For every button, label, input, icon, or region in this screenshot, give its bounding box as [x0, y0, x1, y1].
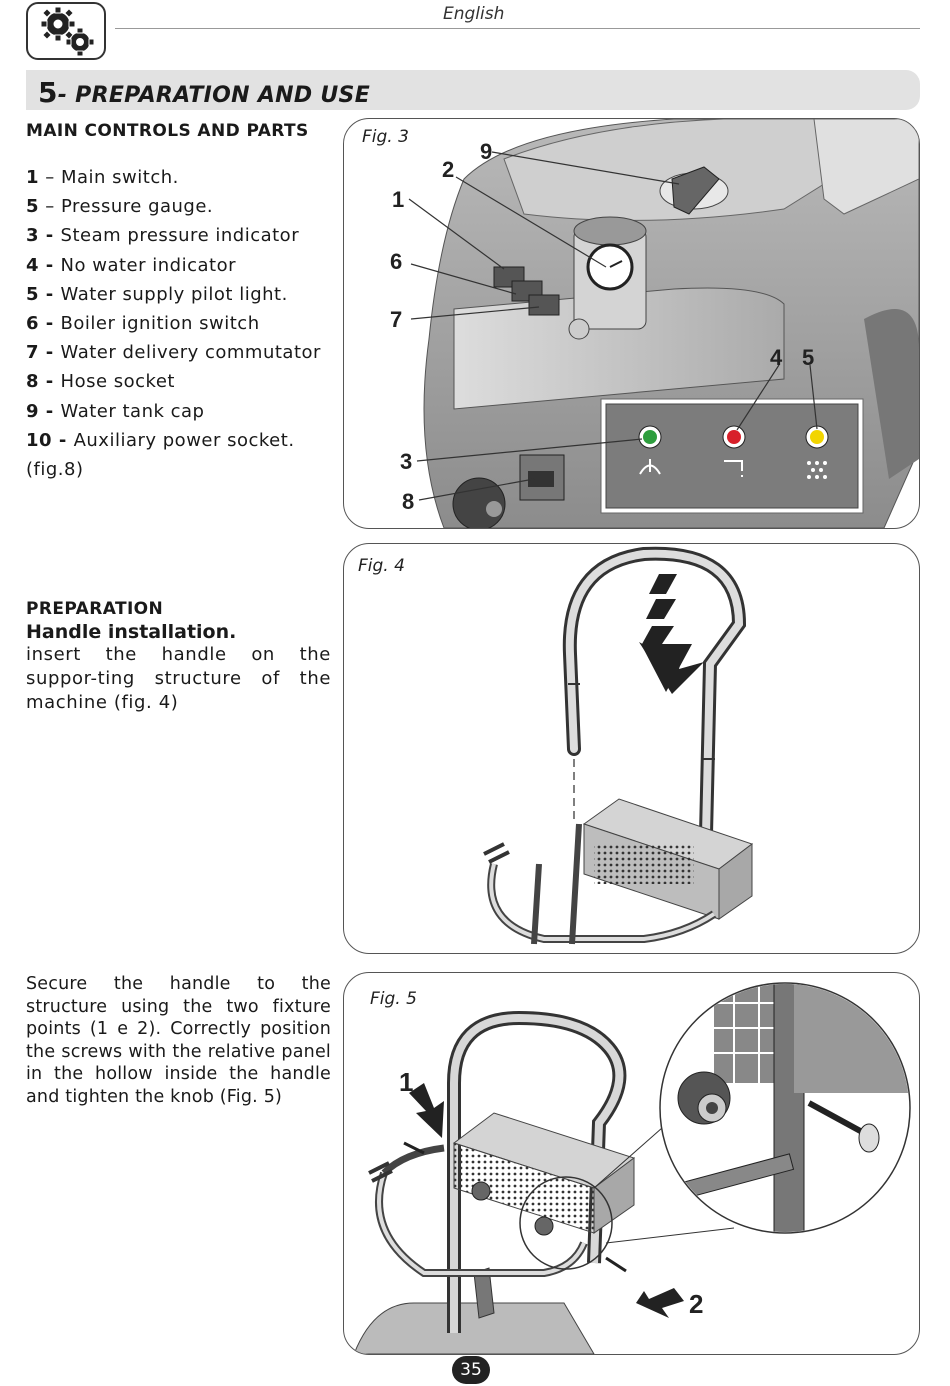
fig5-callout-1: 1: [399, 1067, 413, 1097]
machine-controls-illustration: 1 2 3 4 5 6 7 8 9: [390, 119, 919, 528]
callout-2: 2: [442, 157, 454, 182]
list-item: 1 – Main switch.: [26, 167, 179, 188]
section-title: 5- PREPARATION AND USE: [38, 76, 370, 109]
list-item: 4 - No water indicator: [26, 254, 236, 276]
list-note: (fig.8): [26, 459, 84, 481]
preparation-text: insert the handle on the suppor-ting str…: [26, 644, 331, 713]
figure-4-label: Fig. 4: [358, 556, 405, 576]
callout-4: 4: [770, 345, 783, 370]
section-number: 5: [38, 76, 58, 109]
list-item: 5 - Water supply pilot light.: [26, 283, 288, 305]
gears-logo-icon: [26, 2, 106, 60]
callout-8: 8: [402, 489, 414, 514]
no-water-indicator-light: [727, 430, 741, 444]
callout-5: 5: [802, 345, 814, 370]
page-number: 35: [452, 1356, 490, 1384]
list-item: 6 - Boiler ignition switch: [26, 313, 260, 335]
preparation-heading: PREPARATION: [26, 599, 164, 619]
figure-4: Fig. 4: [343, 543, 920, 954]
preparation-block: PREPARATION Handle installation. insert …: [26, 599, 331, 715]
figure-3: 1 2 3 4 5 6 7 8 9 Fig. 3: [343, 118, 920, 529]
water-supply-indicator-light: [810, 430, 824, 444]
callout-1: 1: [392, 187, 404, 212]
handle-insertion-illustration: [483, 546, 754, 945]
callout-3: 3: [400, 449, 412, 474]
callout-9: 9: [480, 139, 492, 164]
handle-fixture-illustration: 1 2: [353, 982, 911, 1354]
list-item: 10 - Auxiliary power socket.: [26, 429, 295, 451]
steam-indicator-light: [643, 430, 657, 444]
section-title-text: - PREPARATION AND USE: [57, 83, 371, 108]
handle-installation-heading: Handle installation.: [26, 621, 237, 643]
list-item: 5 – Pressure gauge.: [26, 196, 214, 218]
figure-5: 1 2 Fig. 5: [343, 972, 920, 1355]
fig5-callout-2: 2: [689, 1289, 703, 1319]
list-item: 7 - Water delivery commutator: [26, 342, 321, 364]
figure-5-label: Fig. 5: [370, 989, 417, 1009]
callout-6: 6: [390, 249, 402, 274]
list-item: 9 - Water tank cap: [26, 400, 205, 422]
list-item: 3 - Steam pressure indicator: [26, 225, 300, 247]
section-title-bar: [26, 70, 920, 110]
language-label: English: [443, 4, 505, 24]
main-controls-heading: MAIN CONTROLS AND PARTS: [26, 121, 309, 141]
parts-list: 1 – Main switch. 5 – Pressure gauge. 3 -…: [26, 163, 321, 484]
secure-handle-text: Secure the handle to the structure using…: [26, 974, 331, 1107]
figure-3-label: Fig. 3: [362, 127, 409, 147]
callout-7: 7: [390, 307, 402, 332]
list-item: 8 - Hose socket: [26, 371, 175, 393]
header-divider: [115, 28, 920, 29]
